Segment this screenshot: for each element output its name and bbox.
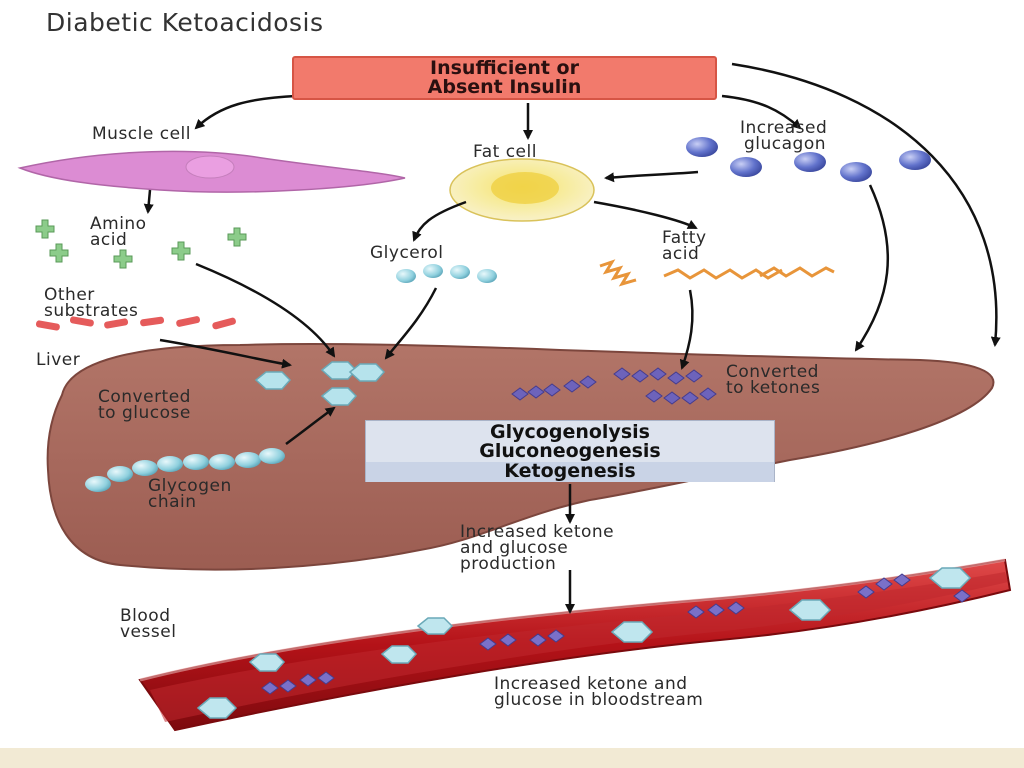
process-gluconeogenesis: Gluconeogenesis [479,440,661,462]
label-amino-2: acid [90,230,128,250]
glucagon-molecules [686,137,931,182]
process-glycogenolysis: Glycogenolysis [490,421,650,443]
substrate-molecules [35,316,236,331]
label-converted-ketones-2: to ketones [726,378,821,398]
process-box: Glycogenolysis Gluconeogenesis Ketogenes… [365,420,775,482]
label-muscle-cell: Muscle cell [92,124,191,144]
label-other-1: Other [44,285,95,305]
label-fatty-2: acid [662,244,700,264]
amino-acid-molecules [35,219,247,269]
label-glycogen-2: chain [148,492,197,512]
label-fatty-1: Fatty [662,228,707,248]
label-amino-1: Amino [90,214,147,234]
label-production-1: Increased ketone [460,522,615,542]
label-bloodstream-2: glucose in bloodstream [494,690,704,710]
label-fat-cell: Fat cell [473,142,537,162]
fat-cell [449,158,595,222]
label-production-2: and glucose [460,538,569,558]
label-glycerol: Glycerol [370,243,444,263]
glycerol-molecules [396,264,497,283]
label-converted-glucose-2: to glucose [98,403,191,423]
ketone-molecules-liver [511,367,717,405]
insulin-line-2: Absent Insulin [427,76,582,98]
muscle-cell [17,150,406,193]
insulin-line-1: Insufficient or [430,57,579,79]
ketone-molecules-blood [261,573,971,695]
label-blood-1: Blood [120,606,171,626]
label-liver: Liver [36,350,81,370]
diagram-title: Diabetic Ketoacidosis [46,8,324,37]
label-converted-glucose-1: Converted [98,387,191,407]
slide-footer-band [0,748,1024,768]
glucose-molecules-liver [254,361,386,406]
process-ketogenesis: Ketogenesis [366,462,774,482]
label-glucagon-1: Increased [740,118,828,138]
label-blood-2: vessel [120,622,177,642]
label-other-2: substrates [44,301,139,321]
label-bloodstream-1: Increased ketone and [494,674,688,694]
arrows [143,62,1001,614]
label-glucagon-2: glucagon [744,134,827,154]
insulin-box: Insufficient or Absent Insulin [292,56,717,100]
glucose-molecules-blood [196,567,972,719]
label-glycogen-1: Glycogen [148,476,232,496]
glycogen-chain [85,448,285,492]
label-converted-ketones-1: Converted [726,362,819,382]
fatty-acid-molecules [599,259,835,287]
label-production-3: production [460,554,557,574]
